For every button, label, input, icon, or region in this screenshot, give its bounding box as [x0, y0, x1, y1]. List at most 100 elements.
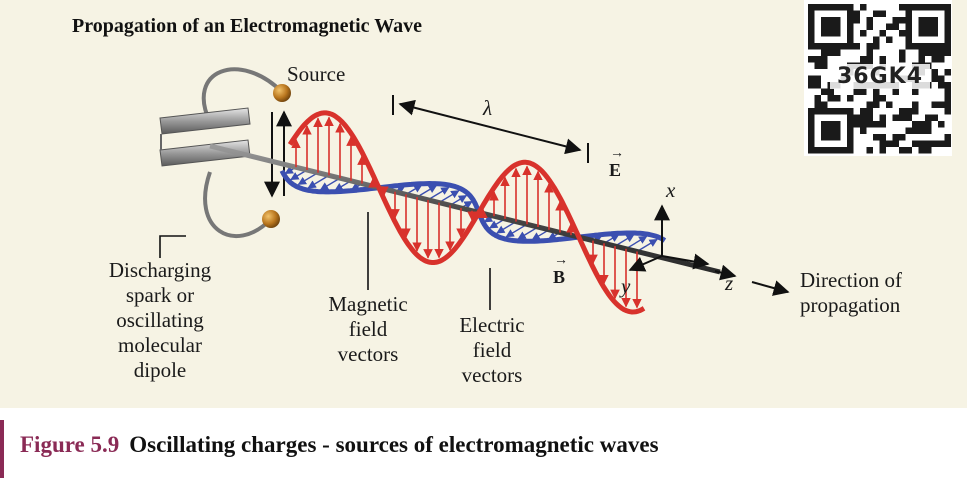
negative-charge-ball: [262, 210, 280, 228]
b-vector-label: →B: [553, 253, 568, 287]
qr-module: [814, 62, 821, 69]
qr-module: [931, 114, 938, 121]
qr-module: [912, 101, 919, 108]
qr-module: [866, 121, 873, 128]
qr-module: [814, 101, 821, 108]
qr-module: [853, 114, 860, 121]
qr-module: [918, 49, 925, 56]
qr-module: [912, 127, 919, 134]
qr-module: [938, 140, 945, 147]
figure-number: Figure 5.9: [20, 432, 120, 457]
qr-module: [873, 95, 880, 102]
magnetic-field-label: Magnetic field vectors: [328, 292, 408, 366]
qr-module: [879, 56, 886, 63]
qr-module: [938, 121, 945, 128]
b-field-vector-arrow: [319, 177, 341, 191]
qr-module: [918, 140, 925, 147]
qr-module: [853, 121, 860, 128]
qr-module: [938, 101, 945, 108]
propagation-axis: [209, 143, 721, 275]
e-vector-label: →E: [609, 146, 624, 180]
qr-module: [873, 101, 880, 108]
electric-field-vectors: [291, 116, 642, 309]
qr-module: [905, 147, 912, 154]
qr-module: [860, 88, 867, 95]
b-field-vector-arrow: [307, 174, 330, 189]
qr-module: [860, 56, 867, 63]
qr-module: [814, 82, 821, 89]
qr-module: [905, 114, 912, 121]
qr-module: [899, 108, 906, 115]
qr-module: [879, 114, 886, 121]
x-axis-label: x: [666, 178, 676, 202]
qr-module: [886, 23, 893, 30]
qr-module: [925, 147, 932, 154]
qr-module: [918, 56, 925, 63]
qr-module: [853, 43, 860, 50]
qr-module: [931, 49, 938, 56]
qr-module: [944, 49, 951, 56]
qr-module: [866, 49, 873, 56]
direction-arrow: [751, 280, 790, 296]
qr-module: [873, 10, 880, 17]
qr-module: [931, 101, 938, 108]
source-oscillation-arrows: [264, 110, 292, 198]
qr-module: [944, 101, 951, 108]
qr-module: [899, 114, 906, 121]
qr-module: [814, 75, 821, 82]
qr-module: [931, 75, 938, 82]
qr-module: [860, 114, 867, 121]
qr-finder-pattern: [918, 17, 938, 37]
qr-module: [834, 95, 841, 102]
qr-module: [944, 95, 951, 102]
qr-module: [821, 49, 828, 56]
qr-module: [879, 140, 886, 147]
spark-gap-plates: [159, 107, 251, 167]
caption-text: Oscillating charges - sources of electro…: [129, 432, 659, 457]
y-axis-label: y: [621, 274, 631, 298]
qr-module: [873, 121, 880, 128]
em-wave-diagram: [159, 67, 790, 315]
b-field-vector-arrow: [438, 190, 460, 204]
qr-finder-pattern: [821, 121, 841, 141]
qr-module: [866, 101, 873, 108]
qr-module: [892, 114, 899, 121]
b-field-vector-arrow: [297, 172, 319, 186]
qr-module: [860, 108, 867, 115]
qr-module: [899, 17, 906, 24]
qr-module: [873, 36, 880, 43]
wavelength-marker: [392, 95, 589, 163]
qr-module: [879, 121, 886, 128]
qr-module: [866, 23, 873, 30]
dipole-label: Discharging spark or oscillating molecul…: [108, 258, 212, 382]
qr-module: [905, 108, 912, 115]
qr-module: [879, 95, 886, 102]
qr-module: [912, 88, 919, 95]
qr-module: [860, 4, 867, 11]
direction-label: Direction of propagation: [800, 268, 903, 317]
source-label: Source: [287, 62, 346, 86]
qr-module: [873, 43, 880, 50]
qr-module: [821, 62, 828, 69]
qr-module: [912, 108, 919, 115]
qr-module: [925, 140, 932, 147]
leader-lines: [159, 212, 491, 310]
qr-module: [827, 95, 834, 102]
qr-module: [853, 88, 860, 95]
b-field-vector-arrow: [416, 184, 438, 198]
coordinate-axes: [628, 204, 710, 272]
qr-module: [821, 101, 828, 108]
qr-module: [944, 108, 951, 115]
qr-finder-pattern: [821, 17, 841, 37]
b-field-vector-arrow: [636, 238, 658, 253]
qr-module: [892, 140, 899, 147]
qr-module: [808, 56, 815, 63]
qr-code-text: 36GK4: [830, 64, 930, 89]
qr-module: [860, 121, 867, 128]
qr-module: [938, 49, 945, 56]
qr-module: [892, 134, 899, 141]
b-field-vector-arrow: [496, 221, 517, 234]
wavelength-label: λ: [483, 96, 493, 120]
qr-module: [925, 114, 932, 121]
qr-module: [873, 88, 880, 95]
